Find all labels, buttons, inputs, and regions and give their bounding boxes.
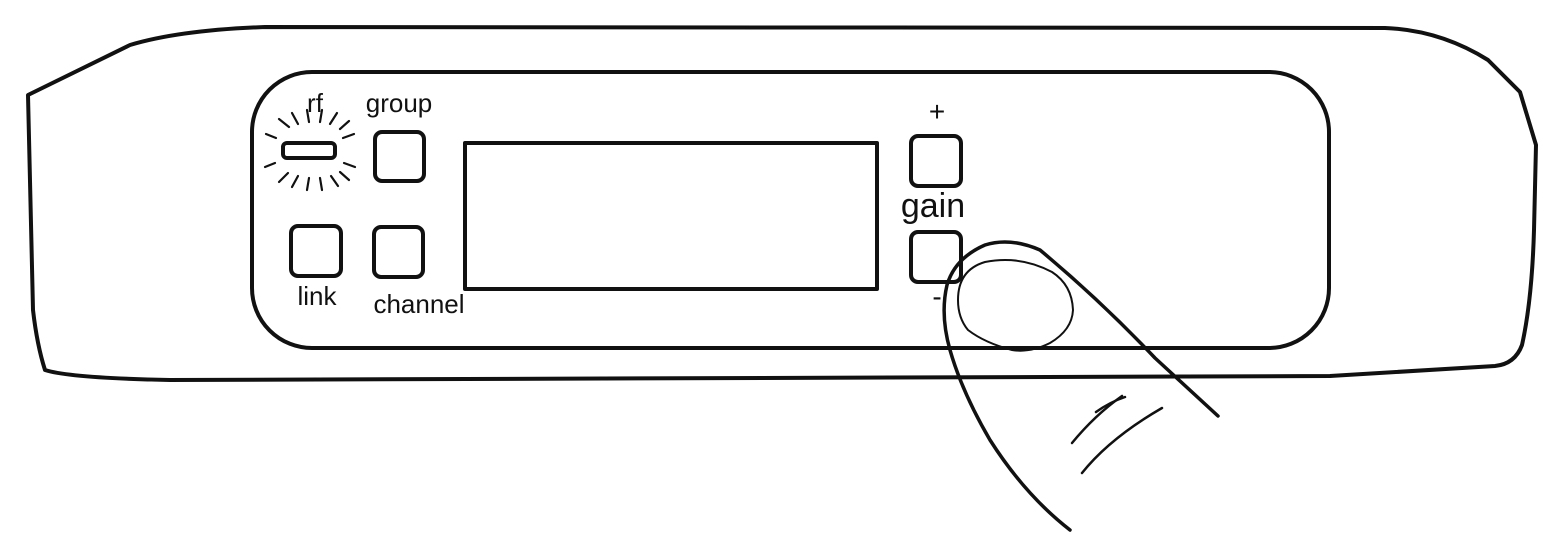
channel-button[interactable] bbox=[372, 225, 425, 279]
gain-down-button[interactable] bbox=[909, 230, 963, 284]
gain-label: gain bbox=[901, 187, 965, 225]
channel-label: channel bbox=[373, 289, 464, 319]
rf-led-indicator: rf bbox=[263, 88, 357, 192]
front-panel bbox=[250, 70, 1331, 350]
gain-minus-label: - bbox=[932, 281, 941, 312]
receiver-housing bbox=[26, 25, 1538, 382]
rf-blink-rays bbox=[263, 108, 357, 192]
pressing-finger-icon bbox=[942, 240, 1220, 532]
gain-plus-label: + bbox=[929, 96, 945, 127]
gain-up-button[interactable] bbox=[909, 134, 963, 188]
link-label: link bbox=[297, 281, 337, 311]
rf-led-icon bbox=[281, 141, 337, 160]
lcd-display bbox=[463, 141, 879, 291]
fingernail-icon bbox=[957, 259, 1074, 352]
group-label: group bbox=[366, 88, 433, 118]
rf-label: rf bbox=[307, 88, 324, 118]
group-button[interactable] bbox=[373, 130, 426, 183]
link-button[interactable] bbox=[289, 224, 343, 278]
